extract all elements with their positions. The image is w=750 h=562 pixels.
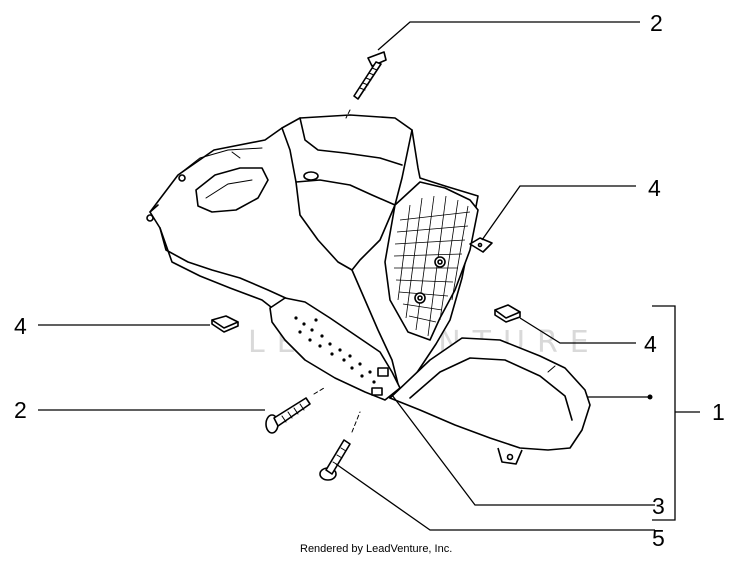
clip-left: [211, 315, 239, 333]
perforated-bracket: [269, 297, 401, 401]
leader-lines: [38, 21, 700, 531]
callout-3: 3: [652, 493, 665, 519]
footer-credit: Rendered by LeadVenture, Inc.: [300, 543, 452, 555]
clip-upper-right: [469, 237, 493, 253]
screw-left: [265, 387, 325, 434]
screw-bottom: [319, 411, 361, 481]
grille: [384, 181, 479, 341]
callout-5: 5: [652, 525, 665, 551]
callout-labels: 2 4 4 4 1 2 3 5: [14, 10, 725, 551]
callout-4-right: 4: [644, 331, 657, 357]
callout-4-upper-right: 4: [648, 175, 661, 201]
callout-2-top: 2: [650, 10, 663, 36]
callout-4-left: 4: [14, 313, 27, 339]
screw-top: [345, 51, 387, 119]
callout-1: 1: [712, 399, 725, 425]
clip-right: [494, 304, 521, 323]
callout-2-left: 2: [14, 397, 27, 423]
front-lower-shell: [389, 337, 591, 465]
